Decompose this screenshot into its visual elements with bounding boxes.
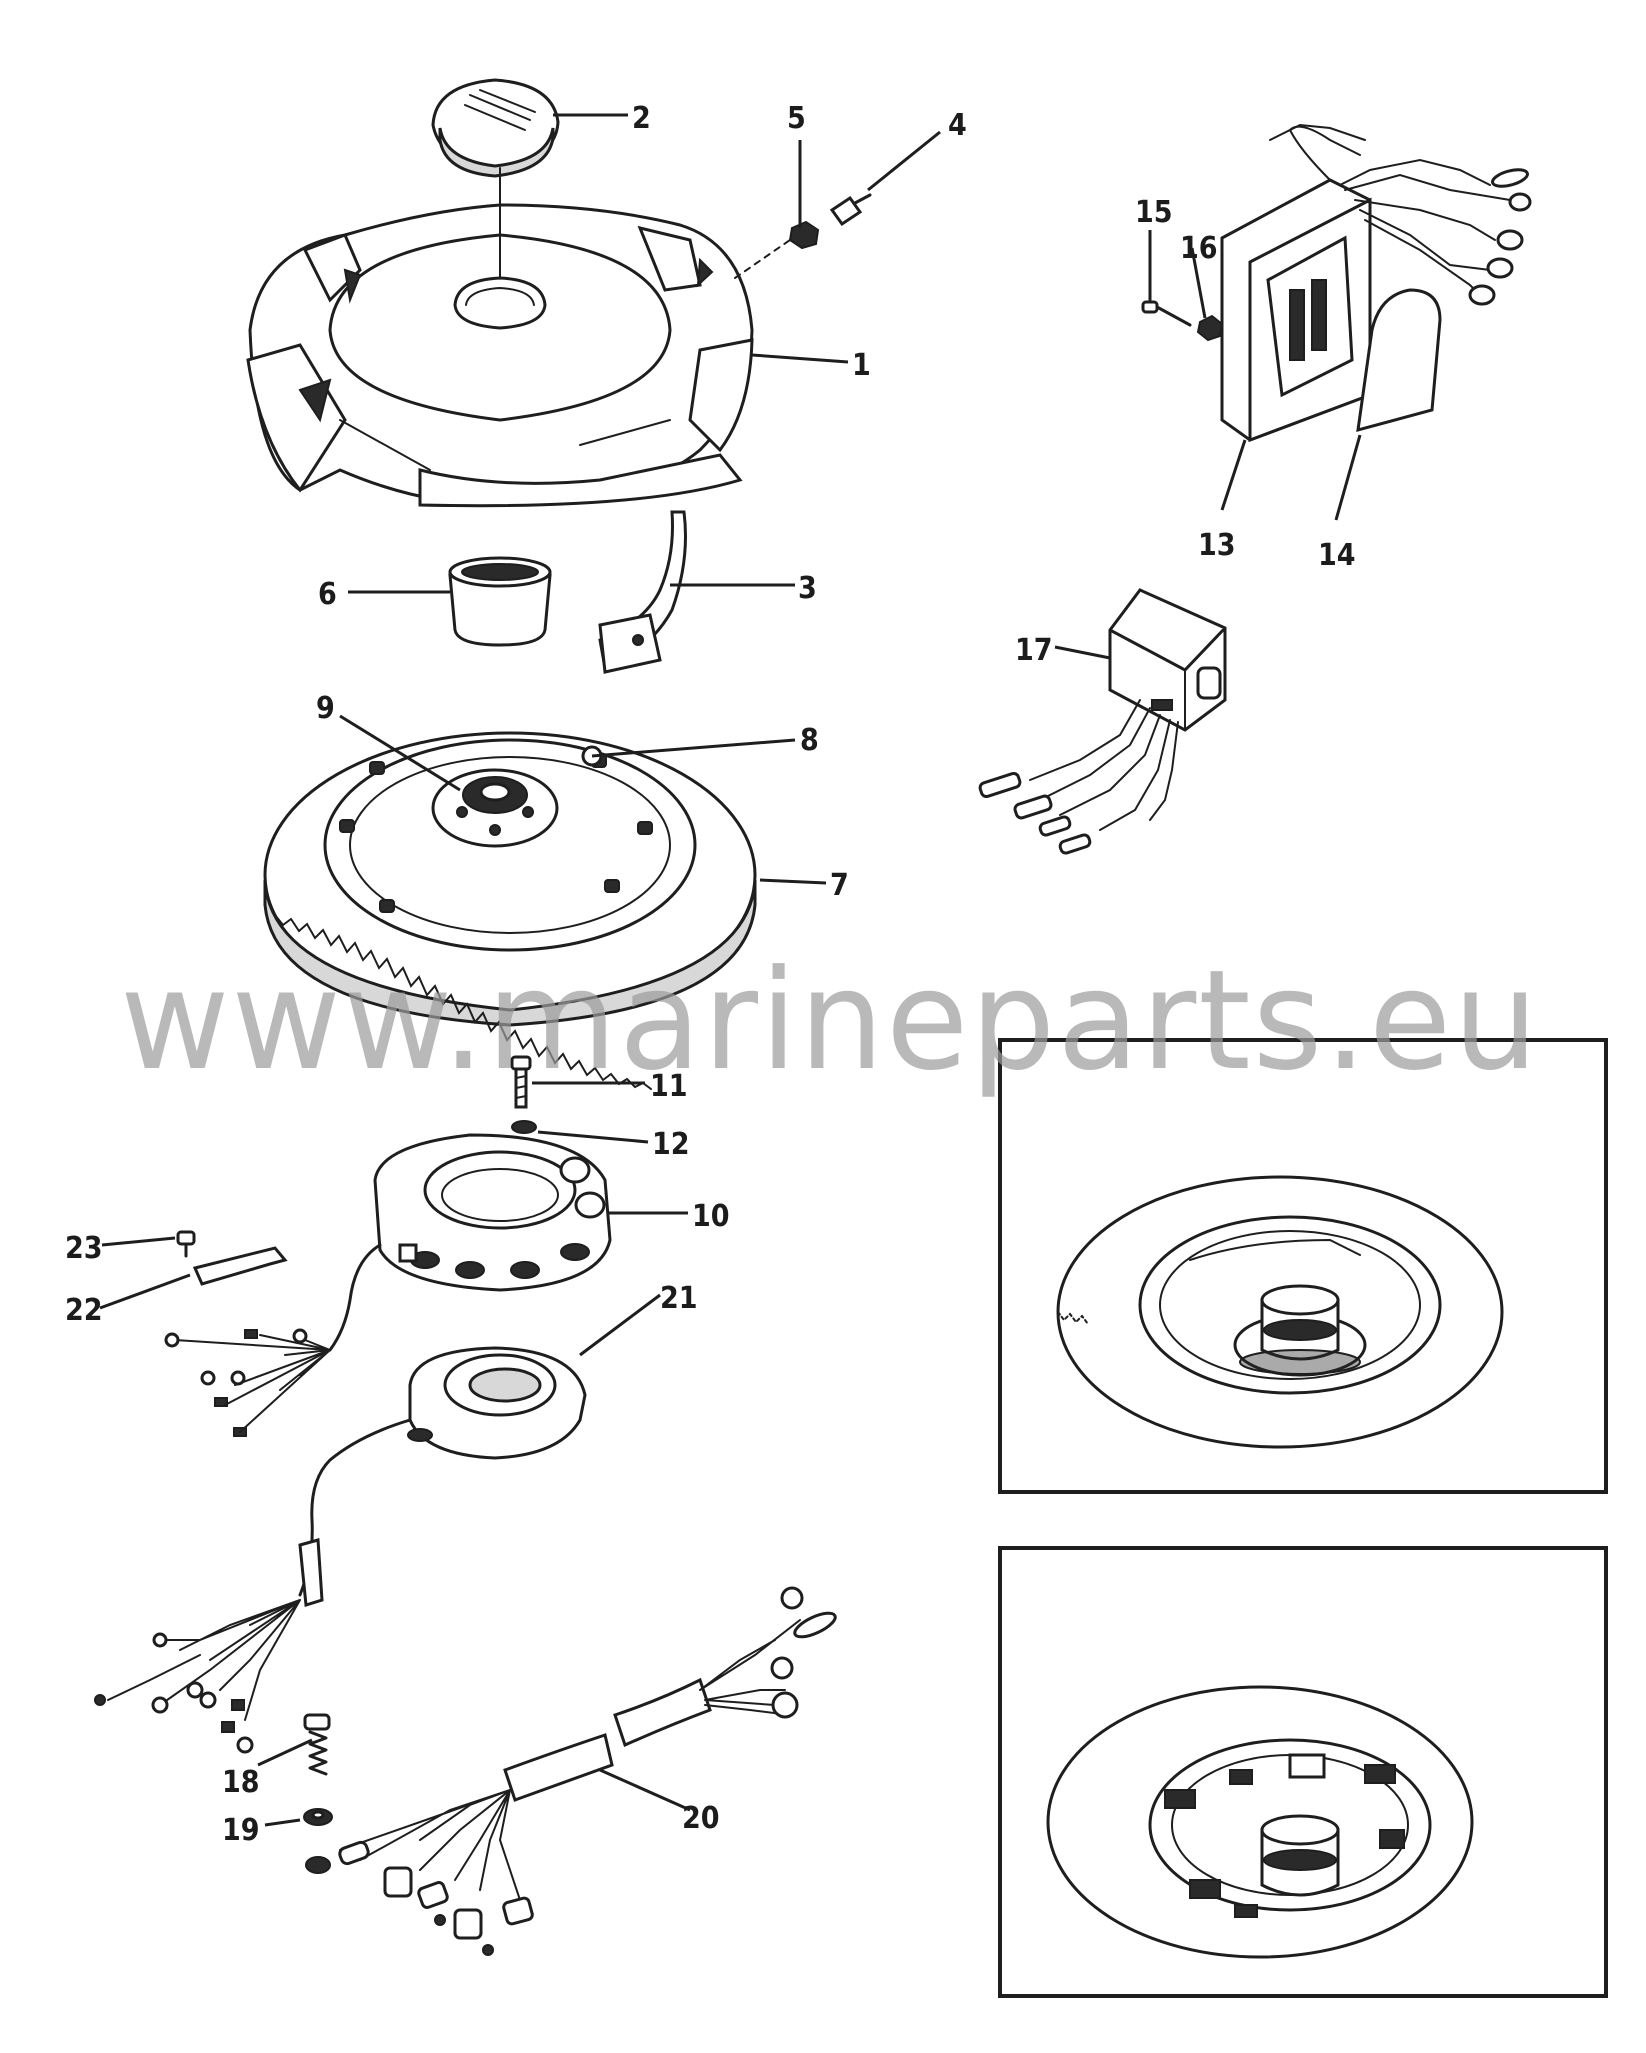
switch-box-screw-icon (1141, 300, 1192, 327)
stator-screw-icon (510, 1055, 532, 1109)
cup-icon (448, 556, 552, 647)
callout-23: 23 (65, 1231, 103, 1266)
trigger-icon (94, 1346, 587, 1754)
callout-4: 4 (948, 108, 967, 143)
callout-3: 3 (798, 571, 817, 606)
callout-22: 22 (65, 1293, 103, 1328)
callout-6: 6 (318, 577, 337, 612)
callout-1: 1 (852, 348, 871, 383)
nut-icon (788, 220, 820, 250)
callout-12: 12 (652, 1127, 690, 1162)
spring-icon (303, 1713, 331, 1776)
callout-15: 15 (1135, 195, 1173, 230)
callout-labels: 1 2 3 4 5 6 7 8 9 10 11 12 13 14 15 16 1… (65, 101, 1356, 1848)
callout-21: 21 (660, 1281, 698, 1316)
callout-5: 5 (787, 101, 806, 136)
callout-16: 16 (1180, 231, 1218, 266)
leader-lines (99, 113, 1362, 1827)
callout-13: 13 (1198, 528, 1236, 563)
callout-17: 17 (1015, 633, 1053, 668)
callout-8: 8 (800, 723, 819, 758)
callout-7: 7 (830, 868, 849, 903)
washer-icon (303, 1808, 333, 1826)
cover-cap-icon (431, 78, 560, 178)
clamp-icon (192, 1246, 288, 1286)
callout-2: 2 (632, 101, 651, 136)
callout-18: 18 (222, 1765, 260, 1800)
rectifier-icon (978, 588, 1227, 855)
watermark-text: www.marineparts.eu (120, 940, 1540, 1101)
gasket-icon (1356, 288, 1442, 433)
callout-11: 11 (650, 1069, 688, 1104)
callout-10: 10 (692, 1199, 730, 1234)
stator-icon (164, 1133, 612, 1437)
switch-box-icon (1220, 123, 1532, 443)
wiring-harness-icon (305, 1586, 837, 1956)
inset-frame-top (998, 1038, 1608, 1494)
callout-9: 9 (316, 691, 335, 726)
stator-washer-icon (511, 1120, 537, 1134)
clamp-screw-icon (176, 1230, 196, 1258)
callout-14: 14 (1318, 538, 1356, 573)
screw-icon (734, 193, 872, 279)
inset-frame-bottom (998, 1546, 1608, 1998)
callout-19: 19 (222, 1813, 260, 1848)
callout-20: 20 (682, 1801, 720, 1836)
flywheel-cover-icon (246, 167, 754, 508)
bracket-icon (598, 510, 687, 674)
flywheel-hub-icon (431, 768, 559, 848)
switch-box-nut-icon (1196, 314, 1224, 342)
